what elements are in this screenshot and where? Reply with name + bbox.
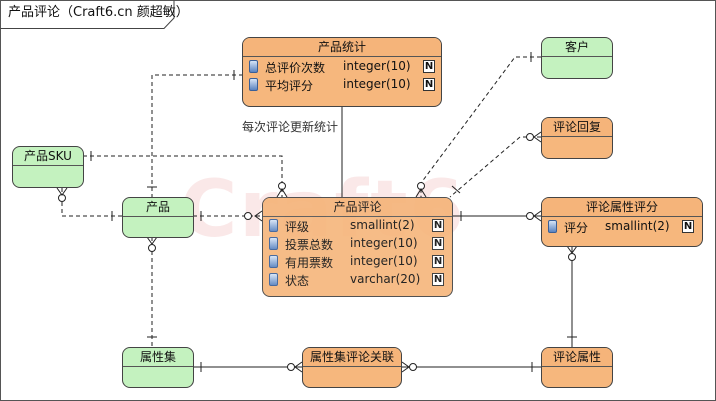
- edge-marker-crowfoot: [254, 210, 263, 222]
- entity-title: 属性集评论关联: [303, 348, 401, 367]
- entity-review-attr-score[interactable]: 评论属性评分 评分 smallint(2) N: [541, 197, 703, 247]
- title-tab-border: [0, 0, 175, 29]
- entity-product-stats[interactable]: 产品统计 总评价次数 integer(10) N 平均评分 integer(10…: [242, 37, 442, 107]
- entity-title: 评论属性: [542, 348, 612, 367]
- column-icon: [269, 273, 278, 286]
- entity-attribute-set[interactable]: 属性集: [122, 347, 194, 388]
- attribute-row[interactable]: 评分 smallint(2) N: [542, 218, 702, 236]
- edge-stats-product: [151, 74, 243, 197]
- entity-title: 产品统计: [243, 38, 441, 57]
- edge-marker-crowfoot: [56, 187, 68, 196]
- edge-marker-crowfoot: [294, 361, 303, 373]
- edge-marker-crowfoot: [415, 188, 427, 198]
- column-icon: [548, 220, 557, 233]
- attribute-name: 评分: [564, 221, 589, 235]
- edge-marker-circle: [409, 363, 417, 371]
- attribute-type: smallint(2): [350, 218, 415, 232]
- not-null-icon: N: [423, 60, 435, 73]
- attribute-row[interactable]: 有用票数 integer(10) N: [263, 253, 452, 271]
- not-null-icon: N: [432, 273, 444, 286]
- entity-title: 产品评论: [263, 198, 452, 217]
- entity-title: 产品: [123, 198, 193, 217]
- column-icon: [269, 255, 278, 268]
- attribute-name: 状态: [285, 274, 310, 288]
- edge-marker-crowfoot: [533, 210, 542, 222]
- attribute-type: varchar(20): [350, 272, 421, 286]
- entity-title: 产品SKU: [13, 147, 83, 166]
- entity-attr-set-review-link[interactable]: 属性集评论关联: [302, 347, 402, 388]
- attribute-row[interactable]: 状态 varchar(20) N: [263, 271, 452, 289]
- edge-marker-bar: [451, 185, 461, 194]
- edge-marker-circle: [244, 212, 252, 220]
- edge-label-stats-update: 每次评论更新统计: [242, 120, 339, 134]
- not-null-icon: N: [432, 255, 444, 268]
- entity-customer[interactable]: 客户: [541, 37, 613, 79]
- entity-title: 属性集: [123, 348, 193, 367]
- attribute-row[interactable]: 平均评分 integer(10) N: [243, 76, 441, 94]
- edge-reply-review: [449, 136, 541, 198]
- attribute-name: 有用票数: [285, 256, 334, 270]
- attribute-type: integer(10): [350, 254, 418, 268]
- column-icon: [269, 237, 278, 250]
- column-icon: [249, 60, 258, 73]
- attribute-name: 总评价次数: [265, 61, 326, 75]
- entity-title: 评论属性评分: [542, 198, 702, 217]
- attribute-name: 投票总数: [285, 238, 334, 252]
- edge-marker-crowfoot: [566, 245, 578, 254]
- entity-review-reply[interactable]: 评论回复: [541, 117, 613, 159]
- attribute-name: 评级: [285, 220, 310, 234]
- column-icon: [249, 78, 258, 91]
- entity-title: 评论回复: [542, 118, 612, 137]
- not-null-icon: N: [423, 78, 435, 91]
- entity-product[interactable]: 产品: [122, 197, 194, 238]
- attribute-type: integer(10): [343, 77, 411, 91]
- attribute-row[interactable]: 评级 smallint(2) N: [263, 217, 452, 235]
- edge-sku-product: [61, 188, 122, 217]
- edge-sku-review: [83, 155, 283, 197]
- diagram-title: 产品评论（Craft6.cn 颜超敏）: [8, 5, 189, 20]
- not-null-icon: N: [432, 219, 444, 232]
- not-null-icon: N: [432, 237, 444, 250]
- attribute-type: smallint(2): [605, 219, 670, 233]
- attribute-type: integer(10): [350, 236, 418, 250]
- entity-product-review[interactable]: 产品评论 评级 smallint(2) N 投票总数 integer(10) N…: [262, 197, 453, 297]
- entity-title: 客户: [542, 38, 612, 57]
- attribute-name: 平均评分: [265, 79, 314, 93]
- edge-marker-crowfoot: [533, 131, 542, 143]
- edge-marker-circle: [568, 253, 576, 261]
- edge-marker-circle: [287, 363, 295, 371]
- column-icon: [269, 219, 278, 232]
- attribute-row[interactable]: 投票总数 integer(10) N: [263, 235, 452, 253]
- edge-marker-crowfoot: [276, 188, 288, 198]
- edge-marker-circle: [526, 212, 534, 220]
- edge-marker-crowfoot: [401, 361, 410, 373]
- not-null-icon: N: [682, 220, 694, 233]
- edge-marker-crowfoot: [146, 236, 158, 245]
- entity-review-attribute[interactable]: 评论属性: [541, 347, 613, 388]
- edge-marker-circle: [148, 244, 156, 252]
- attribute-type: integer(10): [343, 59, 411, 73]
- attribute-row[interactable]: 总评价次数 integer(10) N: [243, 58, 441, 76]
- edge-marker-circle: [526, 133, 534, 141]
- entity-product-sku[interactable]: 产品SKU: [12, 146, 84, 188]
